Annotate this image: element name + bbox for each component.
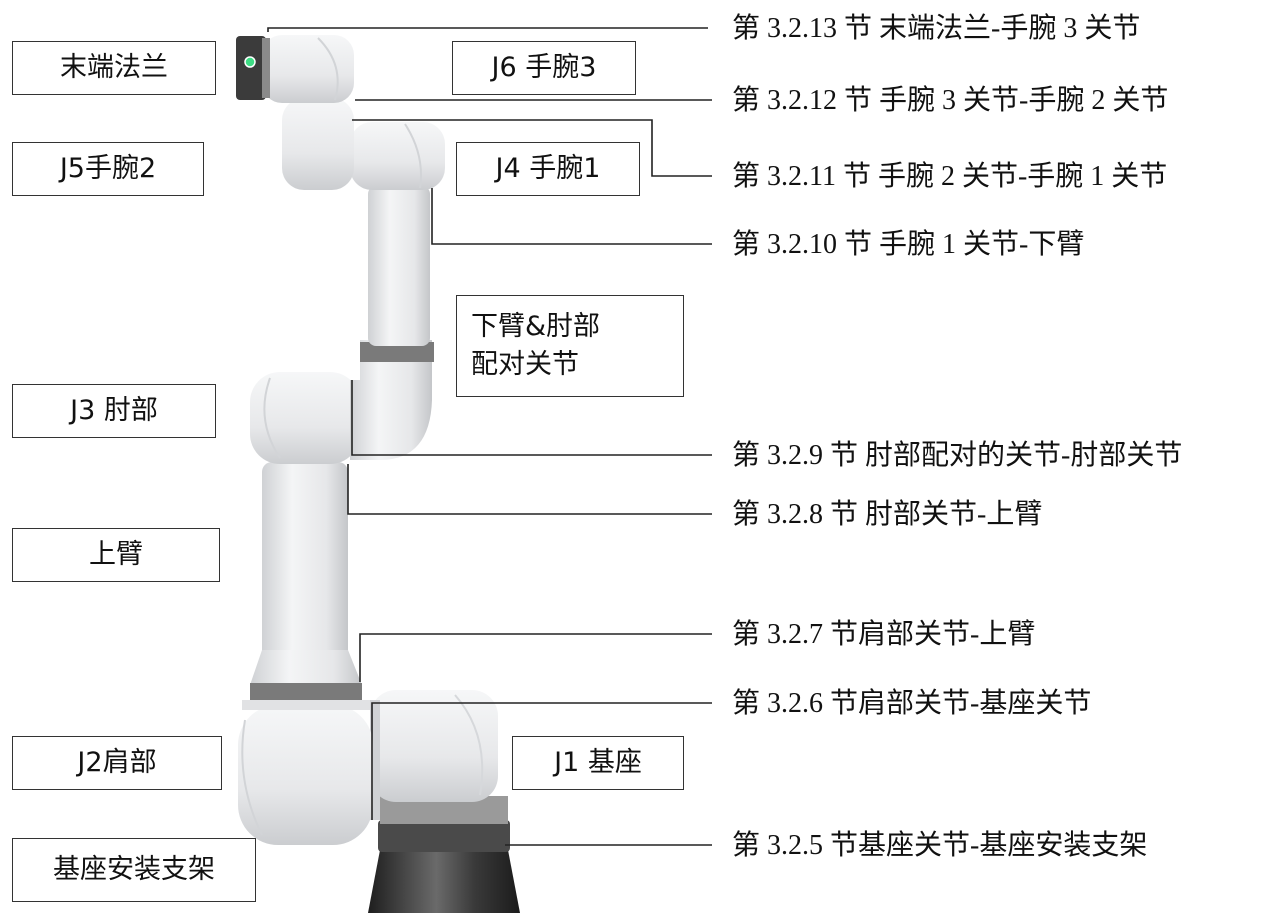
label-lower-arm-elbow-line2: 配对关节 bbox=[471, 349, 579, 380]
section-ref-3-2-9: 第 3.2.9 节 肘部配对的关节-肘部关节 bbox=[732, 440, 1183, 471]
upper-arm-shape bbox=[242, 462, 370, 710]
j3-elbow-shape bbox=[250, 372, 360, 464]
label-end-flange: 末端法兰 bbox=[12, 41, 216, 95]
j6-wrist3-shape bbox=[262, 35, 354, 103]
leader-line-3-2-9 bbox=[351, 380, 712, 456]
section-ref-3-2-8: 第 3.2.8 节 肘部关节-上臂 bbox=[732, 499, 1043, 530]
leader-line-3-2-8 bbox=[347, 464, 712, 515]
section-ref-3-2-12: 第 3.2.12 节 手腕 3 关节-手腕 2 关节 bbox=[732, 85, 1169, 116]
label-j2-shoulder: J2肩部 bbox=[12, 736, 222, 790]
section-ref-3-2-7: 第 3.2.7 节肩部关节-上臂 bbox=[732, 619, 1036, 650]
section-ref-3-2-13: 第 3.2.13 节 末端法兰-手腕 3 关节 bbox=[732, 13, 1141, 44]
j1-base-shape bbox=[370, 690, 498, 820]
j2-shoulder-shape bbox=[238, 705, 373, 845]
label-j6-wrist3: J6 手腕3 bbox=[452, 41, 636, 95]
label-base-mount: 基座安装支架 bbox=[12, 838, 256, 902]
leader-line-3-2-10 bbox=[431, 188, 712, 245]
label-j1-base: J1 基座 bbox=[512, 736, 684, 790]
label-lower-arm-elbow-pair: 下臂&肘部 配对关节 bbox=[456, 295, 684, 397]
lower-arm-shape bbox=[368, 186, 430, 346]
section-ref-3-2-5: 第 3.2.5 节基座关节-基座安装支架 bbox=[732, 830, 1148, 861]
status-led-icon bbox=[244, 56, 256, 68]
elbow-pair-joint-shape bbox=[350, 340, 434, 460]
section-ref-3-2-11: 第 3.2.11 节 手腕 2 关节-手腕 1 关节 bbox=[732, 161, 1168, 192]
end-flange-shape bbox=[236, 36, 270, 100]
j5-wrist2-shape bbox=[282, 98, 354, 190]
base-mount-shape bbox=[368, 796, 520, 913]
section-ref-3-2-10: 第 3.2.10 节 手腕 1 关节-下臂 bbox=[732, 229, 1085, 260]
leader-line-3-2-6 bbox=[371, 702, 712, 820]
label-upper-arm: 上臂 bbox=[12, 528, 220, 582]
section-ref-3-2-6: 第 3.2.6 节肩部关节-基座关节 bbox=[732, 688, 1092, 719]
label-lower-arm-elbow-line1: 下臂&肘部 bbox=[471, 311, 601, 342]
leader-lines bbox=[267, 27, 712, 846]
label-j4-wrist1: J4 手腕1 bbox=[456, 142, 640, 196]
j4-wrist1-shape bbox=[350, 122, 445, 190]
label-j3-elbow: J3 肘部 bbox=[12, 384, 216, 438]
label-j5-wrist2: J5手腕2 bbox=[12, 142, 204, 196]
leader-line-3-2-7 bbox=[359, 633, 712, 682]
leader-line-3-2-13 bbox=[267, 27, 708, 32]
leader-line-3-2-11 bbox=[352, 119, 712, 177]
